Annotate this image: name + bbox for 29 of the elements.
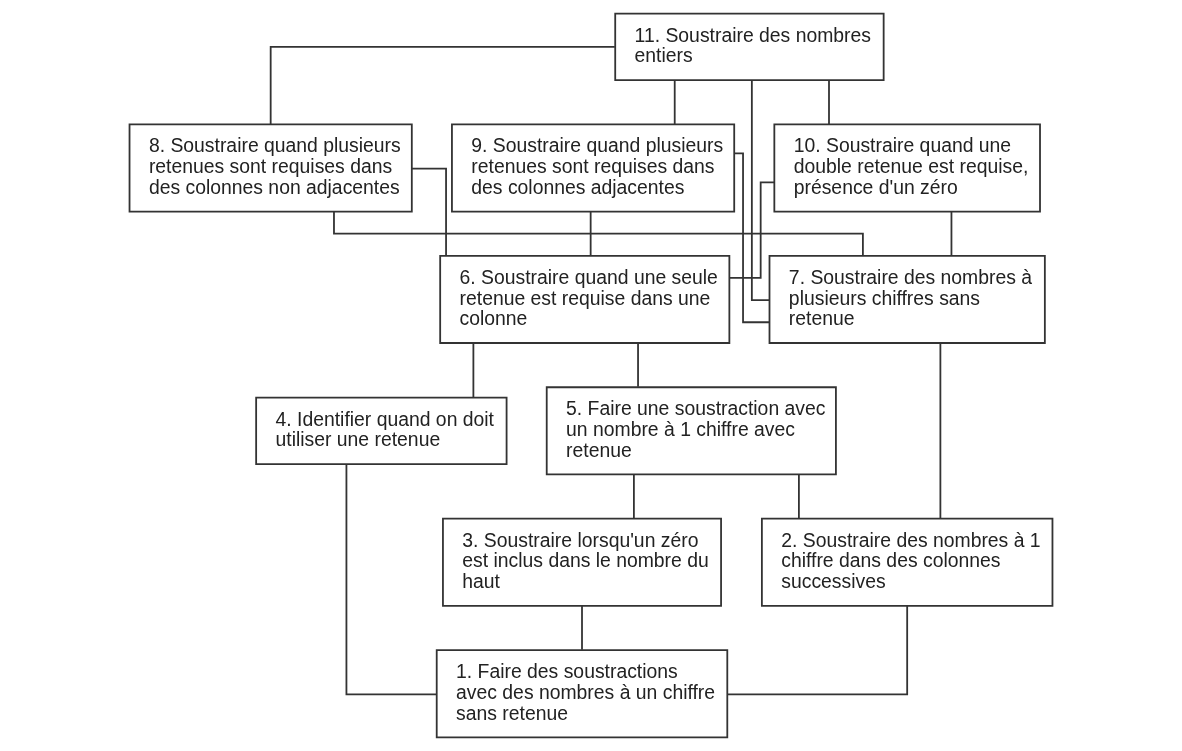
connector — [581, 605, 583, 651]
node-box: 10. Soustraire quand une double retenue est requise, présence d'un zéro — [773, 123, 1041, 213]
connector — [637, 342, 639, 388]
node-box: 11. Soustraire des nombres entiers — [614, 12, 885, 81]
connector — [728, 181, 776, 279]
connector — [345, 463, 438, 696]
connector — [673, 79, 676, 125]
node-box: 2. Soustraire des nombres à 1 chiffre dans des colonnes successives — [761, 517, 1054, 607]
node-box: 9. Soustraire quand plusieurs retenues sont requises dans des colonnes adjacentes — [451, 123, 736, 213]
connector — [410, 167, 447, 257]
connector — [950, 210, 953, 257]
connector — [633, 473, 635, 520]
connector — [939, 342, 942, 520]
connector — [333, 210, 864, 257]
connector — [828, 79, 830, 125]
connector — [472, 342, 475, 399]
node-box: 1. Faire des soustractions avec des nombres à un chiffre sans retenue — [435, 649, 729, 739]
node-box: 8. Soustraire quand plusieurs retenues sont requises dans des colonnes non adjacentes — [128, 123, 413, 213]
node-box: 3. Soustraire lorsqu'un zéro est inclus dans le nombre du haut — [442, 517, 722, 607]
connector — [269, 45, 616, 126]
connector — [750, 79, 770, 301]
node-box: 7. Soustraire des nombres à plusieurs chiffres sans retenue — [768, 254, 1046, 344]
connector — [589, 210, 592, 257]
connector — [726, 605, 909, 696]
connector — [798, 473, 800, 520]
node-box: 4. Identifier quand on doit utiliser une retenue — [255, 396, 508, 465]
node-box: 6. Soustraire quand une seule retenue est requise dans une colonne — [439, 254, 731, 344]
node-box: 5. Faire une soustraction avec un nombre à 1 chiffre avec retenue — [545, 386, 837, 476]
connector — [733, 152, 771, 324]
